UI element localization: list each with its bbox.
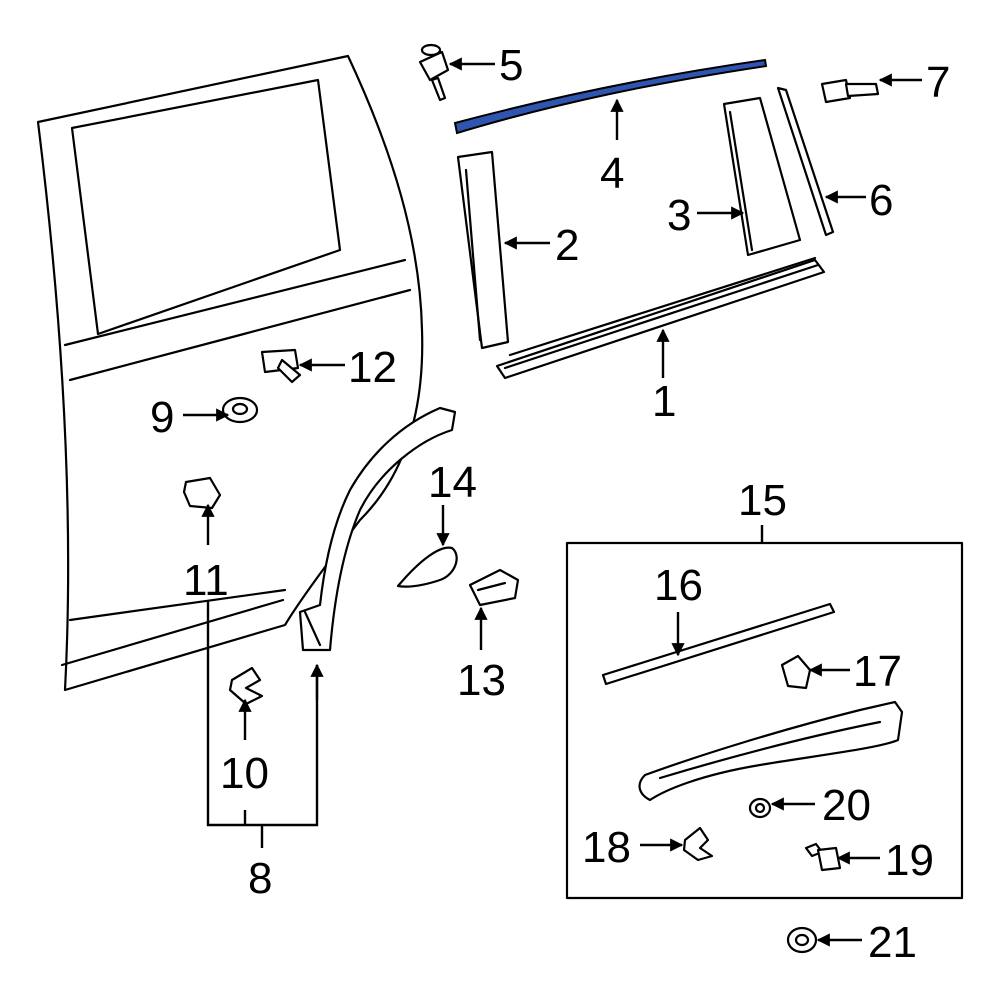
callout-8[interactable]: 8 <box>248 854 272 903</box>
callout-6[interactable]: 6 <box>869 176 893 225</box>
part-12-clip-icon[interactable] <box>260 348 302 384</box>
part-8-wheel-arch-molding[interactable] <box>298 406 457 652</box>
part-19-screw-icon[interactable] <box>804 842 842 872</box>
callout-1[interactable]: 1 <box>652 377 676 426</box>
group-15-box <box>565 541 964 900</box>
part-15-molding[interactable] <box>638 700 904 802</box>
part-10-clip-icon[interactable] <box>228 666 264 706</box>
part-20-washer-icon[interactable] <box>748 797 772 819</box>
callout-20[interactable]: 20 <box>822 781 871 830</box>
part-2-front-pillar-garnish[interactable] <box>456 150 510 350</box>
part-5-clip-icon[interactable] <box>418 43 450 102</box>
callout-4[interactable]: 4 <box>600 149 624 198</box>
part-7-screw-icon[interactable] <box>820 78 880 104</box>
callout-12[interactable]: 12 <box>348 343 397 392</box>
callout-13[interactable]: 13 <box>457 656 506 705</box>
part-16-strip[interactable] <box>601 602 836 686</box>
callout-11[interactable]: 11 <box>183 556 229 605</box>
callout-10[interactable]: 10 <box>220 749 269 798</box>
callout-18[interactable]: 18 <box>582 823 631 872</box>
callout-5[interactable]: 5 <box>499 41 523 90</box>
callout-9[interactable]: 9 <box>150 393 174 442</box>
part-17-clip-icon[interactable] <box>780 654 812 690</box>
callout-15[interactable]: 15 <box>738 476 787 525</box>
callout-21[interactable]: 21 <box>868 918 917 967</box>
callout-3[interactable]: 3 <box>667 191 691 240</box>
part-14-splash-guard[interactable] <box>396 546 458 588</box>
callout-16[interactable]: 16 <box>654 561 703 610</box>
part-13-bracket-icon[interactable] <box>468 568 520 607</box>
part-4-roof-molding[interactable] <box>453 58 768 135</box>
part-1-belt-molding[interactable] <box>495 256 826 380</box>
callout-2[interactable]: 2 <box>555 221 579 270</box>
leader-lines <box>183 57 922 947</box>
callout-14[interactable]: 14 <box>428 458 477 507</box>
part-9-grommet-icon[interactable] <box>221 396 259 424</box>
callout-17[interactable]: 17 <box>853 647 902 696</box>
part-18-clip-icon[interactable] <box>682 826 714 862</box>
callout-7[interactable]: 7 <box>926 58 950 107</box>
callout-labels: 5 4 2 3 6 7 1 12 9 11 14 13 10 8 15 16 1… <box>150 41 950 967</box>
part-6-weatherstrip[interactable] <box>776 86 835 237</box>
part-21-nut-icon[interactable] <box>786 926 818 954</box>
callout-19[interactable]: 19 <box>885 836 934 885</box>
